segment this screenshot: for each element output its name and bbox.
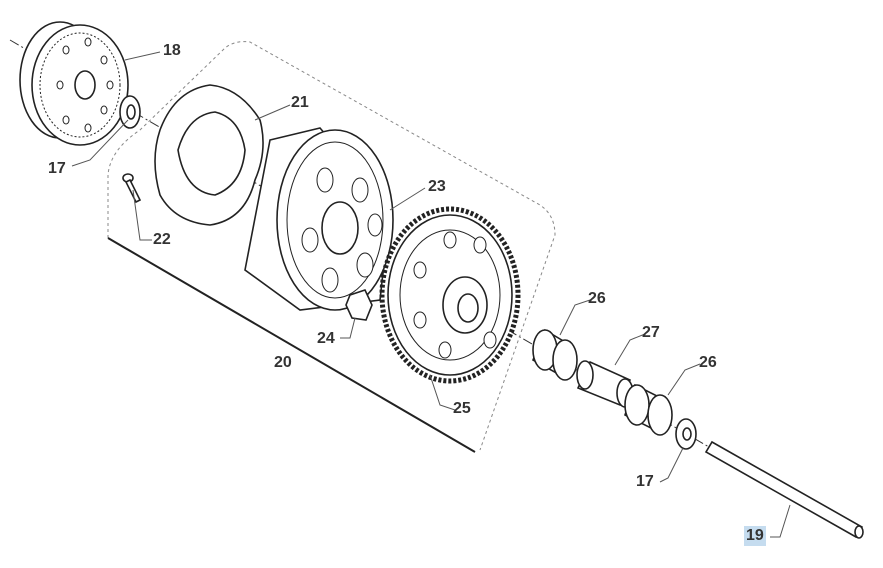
callout-21[interactable]: 21 (291, 94, 309, 111)
leader-lines (71, 51, 791, 538)
group-boundary (107, 41, 556, 451)
callout-23[interactable]: 23 (428, 178, 446, 195)
callout-24[interactable]: 24 (317, 330, 335, 347)
callout-17[interactable]: 17 (48, 160, 66, 177)
part-21-plate[interactable] (154, 84, 264, 226)
part-23-housing[interactable] (244, 127, 394, 311)
part-26-bearing[interactable] (531, 328, 578, 381)
part-25-gear[interactable] (379, 206, 521, 384)
callout-27[interactable]: 27 (642, 324, 660, 341)
part-18-gear[interactable] (19, 21, 129, 146)
part-19-shaft[interactable] (704, 440, 864, 539)
part-17-washer[interactable] (675, 418, 697, 450)
callout-22[interactable]: 22 (153, 231, 171, 248)
callout-19-selected[interactable]: 19 (744, 526, 766, 546)
group-bracket (107, 237, 476, 453)
callout-25[interactable]: 25 (453, 400, 471, 417)
callout-26[interactable]: 26 (588, 290, 606, 307)
part-22-screw[interactable] (122, 173, 142, 204)
callout-17-second[interactable]: 17 (636, 473, 654, 490)
callout-18[interactable]: 18 (163, 42, 181, 59)
part-26-bearing[interactable] (624, 383, 673, 436)
part-17-washer[interactable] (119, 95, 141, 129)
callout-26-second[interactable]: 26 (699, 354, 717, 371)
callout-20[interactable]: 20 (274, 354, 292, 371)
part-24-damper[interactable] (345, 289, 373, 321)
